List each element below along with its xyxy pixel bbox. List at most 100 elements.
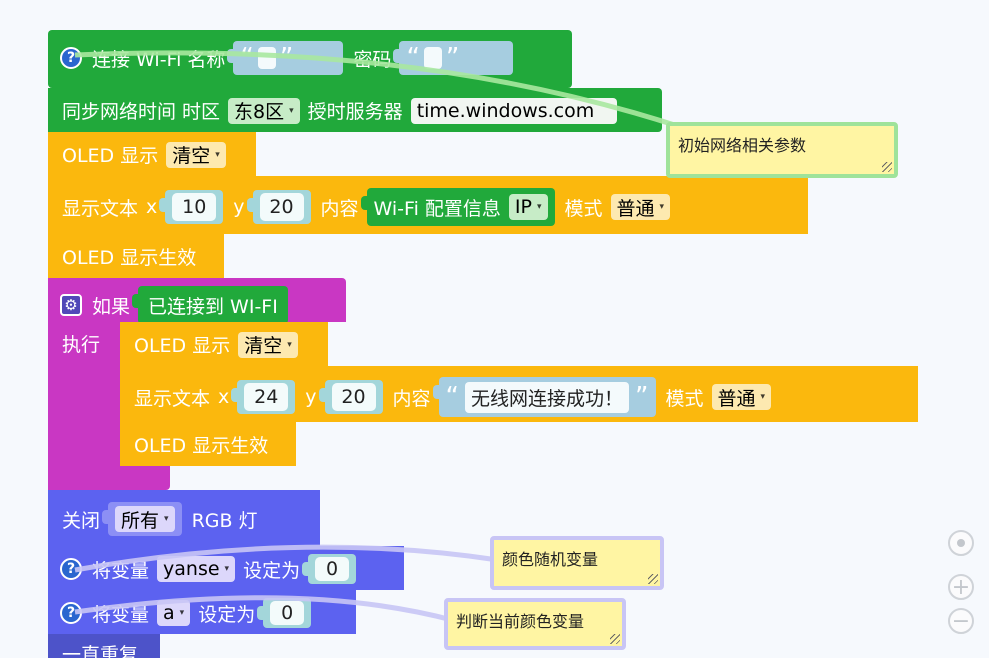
ssid-socket[interactable]: “ ” — [227, 41, 344, 75]
condition-label: 已连接到 WI-FI — [148, 295, 278, 318]
help-icon[interactable]: ? — [60, 602, 82, 624]
oled-mode-value: 清空 — [244, 335, 283, 357]
resize-handle-icon[interactable] — [882, 162, 892, 172]
variable-dropdown[interactable]: a▾ — [157, 600, 191, 626]
variable-dropdown[interactable]: yanse▾ — [157, 556, 236, 582]
x-value[interactable]: 10 — [172, 193, 217, 221]
show-text-block[interactable]: 显示文本 x 10 y 20 内容 Wi-Fi 配置信息 IP▾ 模式 普通▾ — [48, 176, 808, 234]
inner-show-text-block[interactable]: 显示文本 x 24 y 20 内容 “ 无线网连接成功！ ” 模式 普通▾ — [120, 366, 918, 422]
comment-bubble[interactable]: 判断当前颜色变量 — [444, 598, 626, 650]
wifi-info-label: Wi-Fi 配置信息 — [373, 197, 501, 220]
y-socket[interactable]: 20 — [246, 190, 311, 224]
ntp-sync-block[interactable]: 同步网络时间 时区 东8区▾ 授时服务器 time.windows.com — [48, 88, 662, 132]
resize-handle-icon[interactable] — [648, 574, 658, 584]
inner-oled-clear-block[interactable]: OLED 显示 清空 ▾ — [120, 322, 328, 366]
timezone-value: 东8区 — [234, 101, 285, 123]
comment-bubble[interactable]: 初始网络相关参数 — [666, 122, 898, 178]
mode-dropdown[interactable]: 普通▾ — [711, 384, 772, 410]
if-body-rail: 执行 — [48, 322, 120, 490]
variable-name: a — [163, 602, 175, 624]
x-label: x — [146, 196, 158, 218]
chevron-down-icon: ▾ — [536, 202, 542, 212]
show-text-label: 显示文本 — [134, 387, 211, 410]
value-socket[interactable]: 0 — [302, 554, 357, 584]
x-value[interactable]: 24 — [244, 383, 289, 411]
info-type-value: IP — [514, 196, 532, 218]
rgb-target-socket[interactable]: 所有▾ — [102, 502, 182, 536]
do-label: 执行 — [62, 334, 101, 356]
rgb-off-block[interactable]: 关闭 所有▾ RGB 灯 — [48, 490, 320, 546]
oled-show-block[interactable]: OLED 显示生效 — [48, 234, 224, 278]
oled-mode-value: 清空 — [172, 145, 211, 167]
resize-handle-icon[interactable] — [610, 634, 620, 644]
if-label: 如果 — [92, 295, 131, 318]
zoom-out-icon[interactable]: − — [948, 608, 974, 634]
variable-value[interactable]: 0 — [315, 557, 350, 581]
oled-show-label: OLED 显示生效 — [62, 247, 197, 269]
timezone-dropdown[interactable]: 东8区▾ — [228, 97, 300, 124]
y-label: y — [305, 386, 317, 408]
help-icon[interactable]: ? — [60, 47, 82, 69]
oled-mode-dropdown[interactable]: 清空 ▾ — [166, 141, 226, 168]
password-input[interactable] — [423, 47, 442, 69]
mode-dropdown[interactable]: 普通 ▾ — [610, 194, 671, 220]
rgb-suffix-label: RGB 灯 — [191, 509, 258, 532]
x-socket[interactable]: 10 — [159, 190, 224, 224]
recenter-icon[interactable] — [948, 530, 974, 556]
comment-text[interactable]: 颜色随机变量 — [502, 550, 599, 569]
rgb-target-dropdown[interactable]: 所有▾ — [115, 506, 175, 532]
set-variable-block[interactable]: ? 将变量 yanse▾ 设定为 0 — [48, 546, 404, 590]
chevron-down-icon: ▾ — [659, 202, 665, 212]
wifi-connect-block[interactable]: ? 连接 Wi-Fi 名称 “ ” 密码 “ ” — [48, 30, 572, 88]
variable-name: yanse — [163, 558, 220, 580]
oled-clear-label: OLED 显示 — [62, 145, 159, 167]
x-label: x — [218, 386, 230, 408]
chevron-down-icon: ▾ — [179, 608, 185, 618]
password-label: 密码 — [353, 48, 392, 71]
comment-bubble[interactable]: 颜色随机变量 — [490, 536, 664, 590]
ntp-label: 同步网络时间 时区 — [62, 101, 221, 123]
set-to-label: 设定为 — [243, 559, 301, 582]
y-value[interactable]: 20 — [331, 383, 376, 411]
gear-icon[interactable]: ⚙ — [60, 294, 82, 316]
value-socket[interactable]: 0 — [257, 598, 312, 628]
forever-label: 一直重复 — [62, 644, 139, 658]
show-text-label: 显示文本 — [62, 197, 139, 220]
quote-open-icon: “ — [240, 43, 254, 73]
rgb-target-value: 所有 — [121, 509, 160, 532]
chevron-down-icon: ▾ — [287, 339, 292, 350]
condition-block[interactable]: 已连接到 WI-FI — [132, 286, 288, 324]
text-string-input[interactable]: 无线网连接成功！ — [465, 381, 630, 413]
info-type-dropdown[interactable]: IP ▾ — [508, 194, 548, 220]
y-value[interactable]: 20 — [259, 193, 304, 221]
y-label: y — [233, 196, 245, 218]
quote-close-icon: ” — [279, 43, 294, 73]
x-socket[interactable]: 24 — [231, 380, 296, 414]
rgb-off-label: 关闭 — [62, 509, 101, 532]
help-icon[interactable]: ? — [60, 558, 82, 580]
if-footer — [48, 466, 170, 490]
ssid-input[interactable] — [257, 47, 276, 69]
comment-text[interactable]: 初始网络相关参数 — [678, 136, 807, 155]
oled-mode-dropdown[interactable]: 清空 ▾ — [238, 331, 298, 358]
if-block[interactable]: ⚙ 如果 已连接到 WI-FI — [48, 278, 346, 324]
forever-loop-block[interactable]: 一直重复 — [48, 634, 160, 658]
quote-close-icon: ” — [635, 382, 649, 412]
comment-text[interactable]: 判断当前颜色变量 — [456, 612, 585, 631]
chevron-down-icon: ▾ — [215, 149, 220, 160]
password-socket[interactable]: “ ” — [393, 41, 514, 75]
variable-value[interactable]: 0 — [270, 601, 305, 625]
zoom-in-icon[interactable]: + — [948, 574, 974, 600]
mode-value: 普通 — [616, 197, 655, 220]
oled-clear-label: OLED 显示 — [134, 335, 231, 357]
inner-oled-show-block[interactable]: OLED 显示生效 — [120, 422, 296, 466]
set-variable-block[interactable]: ? 将变量 a▾ 设定为 0 — [48, 590, 356, 634]
chevron-down-icon: ▾ — [760, 392, 766, 402]
wifi-info-block[interactable]: Wi-Fi 配置信息 IP ▾ — [360, 188, 555, 226]
y-socket[interactable]: 20 — [318, 380, 383, 414]
oled-clear-block[interactable]: OLED 显示 清空 ▾ — [48, 132, 256, 176]
text-string-block[interactable]: “ 无线网连接成功！ ” — [432, 377, 656, 417]
quote-open-icon: “ — [406, 43, 420, 73]
server-input[interactable]: time.windows.com — [410, 97, 617, 124]
server-label: 授时服务器 — [307, 101, 403, 123]
